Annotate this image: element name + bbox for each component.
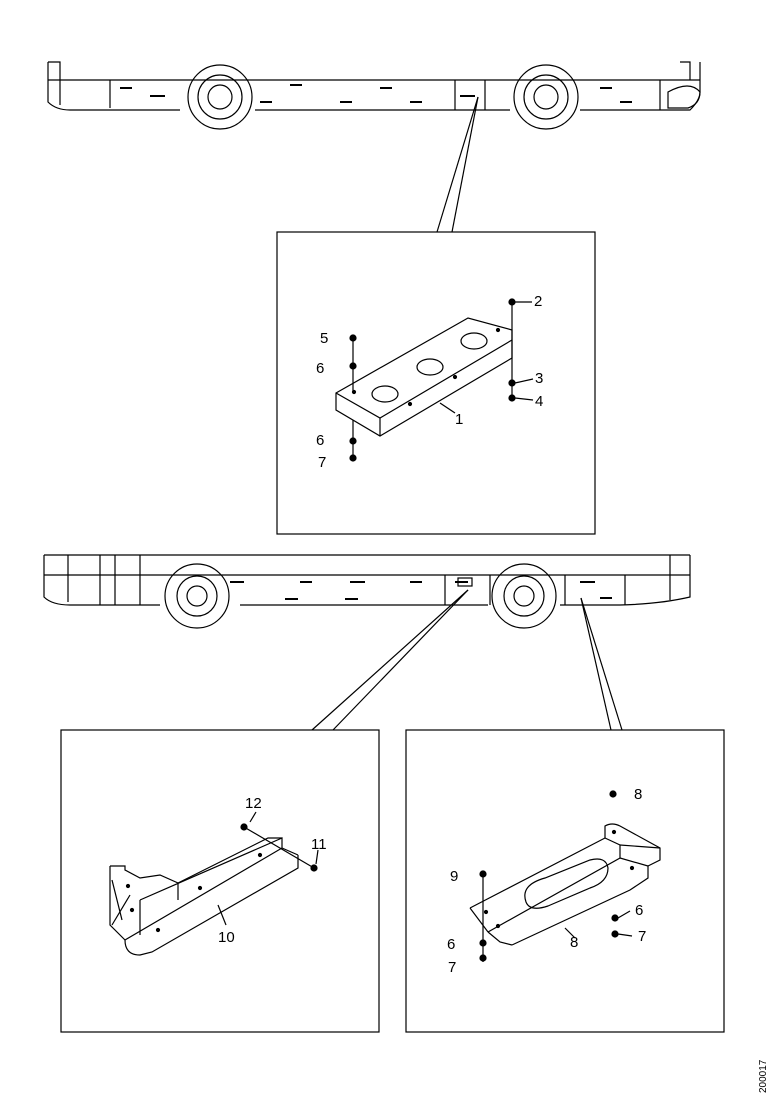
callout-7: 7 [318,454,326,471]
plate-part-1 [335,317,513,437]
callout-9: 9 [450,868,458,885]
callout-1: 1 [455,411,463,428]
fasteners-panel-bottom-right [479,790,633,962]
leader-lines-top [436,96,479,233]
callout-7-left: 7 [448,959,456,976]
callout-6-upper: 6 [316,360,324,377]
callout-6-left: 6 [447,936,455,953]
callout-8-lower: 8 [570,934,578,951]
detail-panel-bottom-left [60,729,380,1033]
callout-8-upper: 8 [634,786,642,803]
bracket-part-8 [469,823,661,946]
callout-2: 2 [534,293,542,310]
callout-12: 12 [245,795,262,812]
fasteners-panel-top [349,298,534,462]
callout-labels: 1 2 3 4 5 6 6 7 12 11 10 8 8 9 6 7 6 7 [218,293,646,976]
callout-3: 3 [535,370,543,387]
callout-6-lower: 6 [316,432,324,449]
callout-10: 10 [218,929,235,946]
detail-panel-bottom-right [405,729,725,1033]
callout-7-right: 7 [638,928,646,945]
callout-4: 4 [535,393,543,410]
callout-11: 11 [311,836,327,853]
detail-panel-top [276,231,596,535]
callout-6-right: 6 [635,902,643,919]
chassis-top-view [47,61,701,130]
bracket-part-10 [109,837,299,956]
fasteners-panel-bottom-left [217,811,319,926]
leader-lines-bottom [311,589,623,731]
callout-5: 5 [320,330,328,347]
drawing-code: 200017 [758,1059,769,1093]
chassis-bottom-view [43,554,691,629]
